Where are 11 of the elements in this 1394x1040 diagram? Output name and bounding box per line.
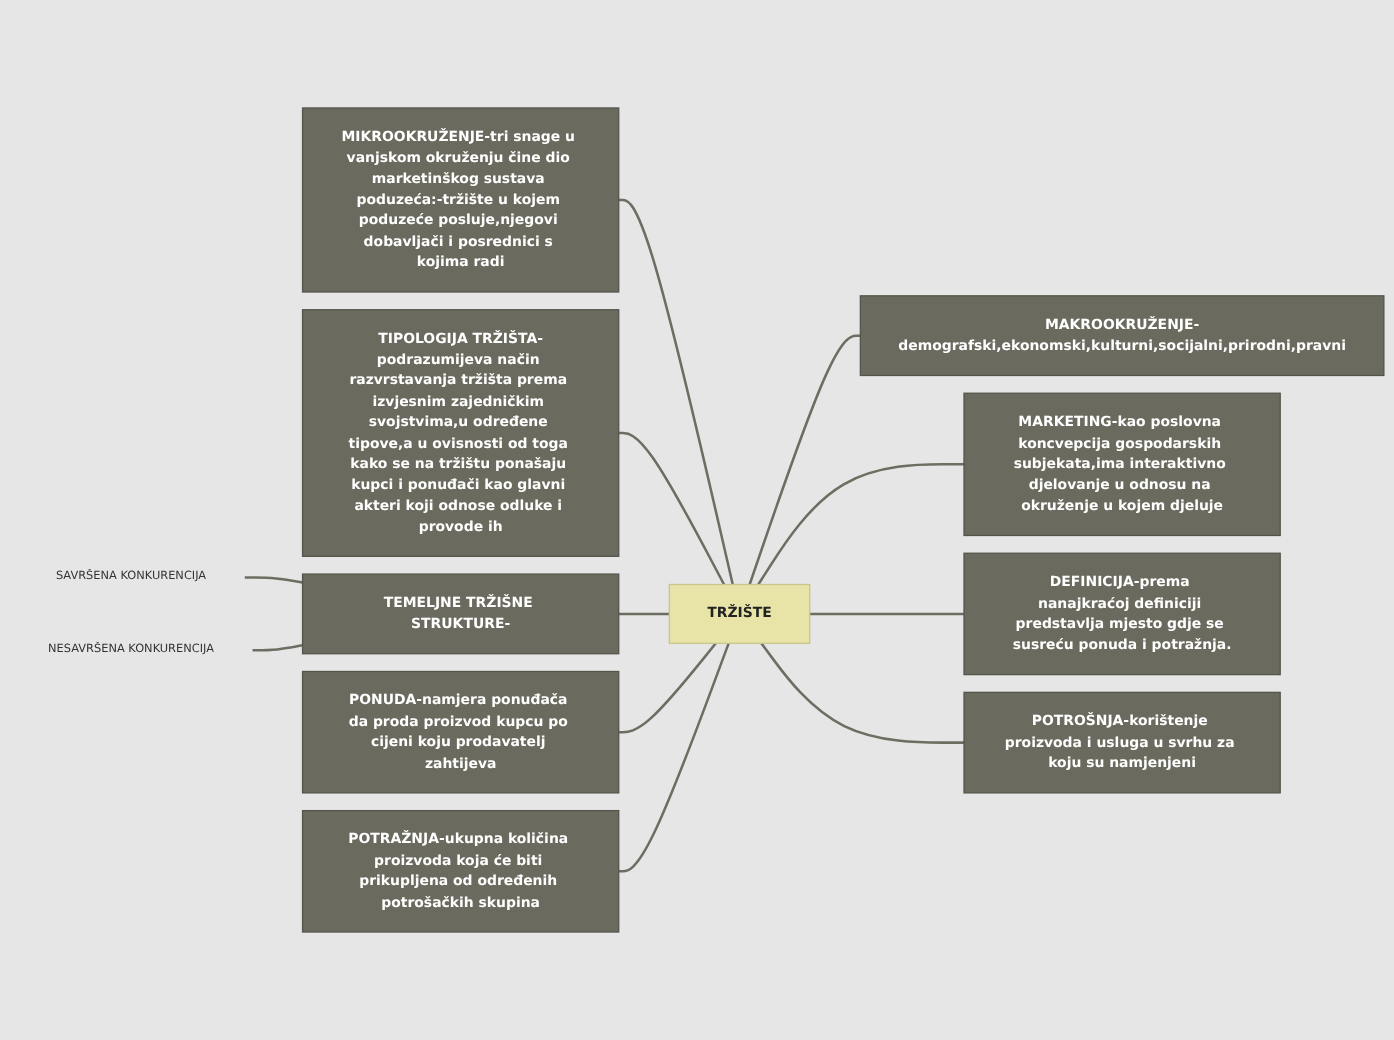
- connector: [618, 642, 717, 734]
- connector: [618, 642, 730, 873]
- connector: [618, 431, 726, 586]
- connector: [809, 612, 964, 616]
- connector: [757, 463, 964, 586]
- connector: [244, 576, 303, 584]
- connector: [618, 198, 734, 585]
- connector: [618, 612, 670, 616]
- connector: [748, 334, 861, 585]
- connector: [760, 642, 964, 744]
- connector: [251, 644, 303, 652]
